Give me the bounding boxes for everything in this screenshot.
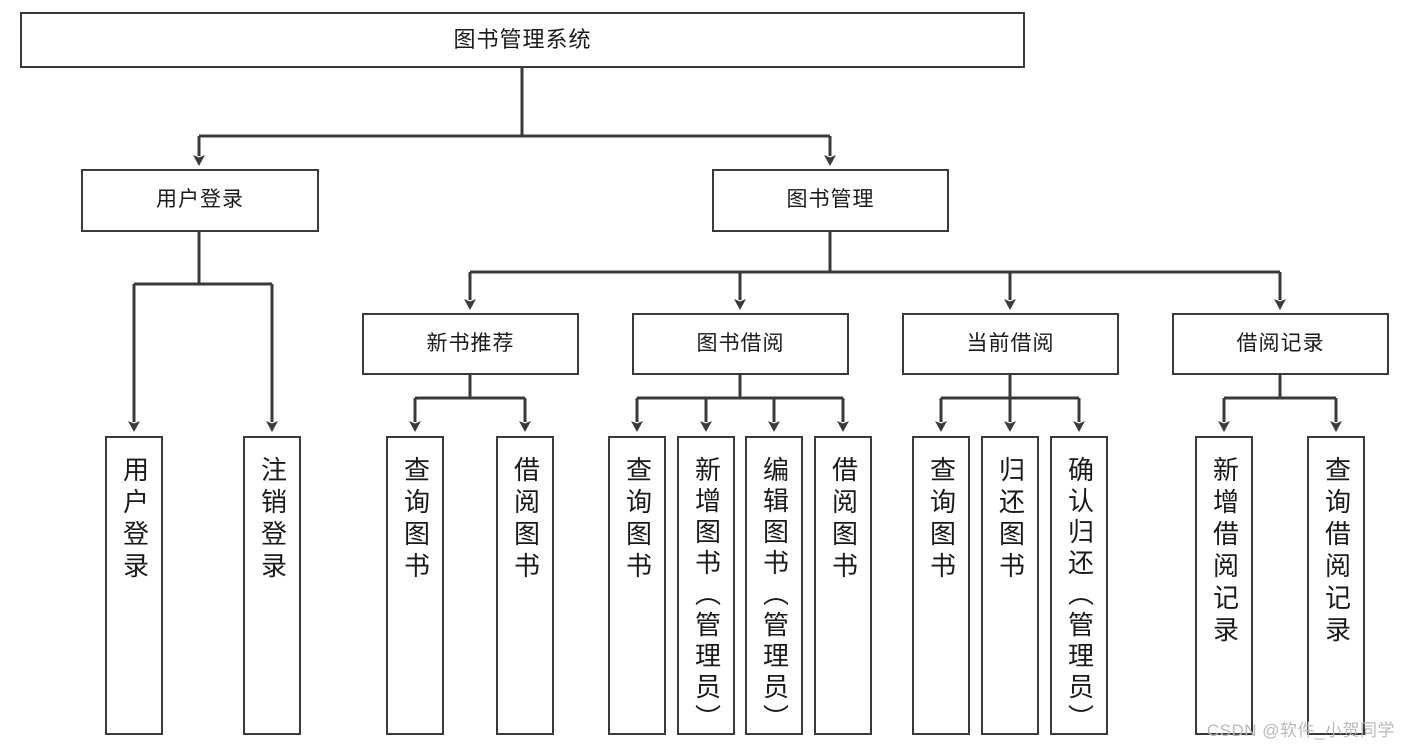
leaf-user-login-label: 用户登录 [119, 456, 150, 584]
leaf-add-book-admin[interactable]: 新增图书（管理员） [677, 436, 735, 735]
leaf-confirm-return-admin-label: 确认归还（管理员） [1064, 456, 1095, 735]
leaf-query-book-recommend-label: 查询图书 [400, 456, 431, 584]
leaf-query-book-current-label: 查询图书 [926, 456, 957, 584]
node-book-management-label: 图书管理 [786, 188, 875, 212]
node-current-borrow[interactable]: 当前借阅 [902, 313, 1119, 375]
leaf-user-login[interactable]: 用户登录 [105, 436, 163, 735]
leaf-edit-book-admin-label: 编辑图书（管理员） [759, 456, 790, 735]
leaf-return-book[interactable]: 归还图书 [981, 436, 1039, 735]
leaf-edit-book-admin[interactable]: 编辑图书（管理员） [745, 436, 803, 735]
node-new-book-recommend-label: 新书推荐 [426, 331, 515, 355]
node-root[interactable]: 图书管理系统 [20, 12, 1025, 68]
node-book-management[interactable]: 图书管理 [712, 169, 949, 232]
leaf-confirm-return-admin[interactable]: 确认归还（管理员） [1050, 436, 1108, 735]
leaf-add-borrow-record[interactable]: 新增借阅记录 [1195, 436, 1253, 735]
node-book-borrow-label: 图书借阅 [696, 331, 785, 355]
leaf-borrow-book-recommend[interactable]: 借阅图书 [496, 436, 554, 735]
node-root-label: 图书管理系统 [453, 27, 592, 53]
node-borrow-record[interactable]: 借阅记录 [1172, 313, 1389, 375]
node-user-login-label: 用户登录 [156, 188, 244, 212]
leaf-return-book-label: 归还图书 [995, 456, 1026, 584]
leaf-logout-label: 注销登录 [257, 456, 288, 584]
leaf-borrow-book-label: 借阅图书 [828, 456, 859, 584]
leaf-borrow-book[interactable]: 借阅图书 [814, 436, 872, 735]
leaf-query-borrow-record-label: 查询借阅记录 [1321, 456, 1352, 648]
leaf-query-borrow-record[interactable]: 查询借阅记录 [1307, 436, 1365, 735]
node-user-login[interactable]: 用户登录 [81, 169, 319, 232]
leaf-query-book-current[interactable]: 查询图书 [912, 436, 970, 735]
leaf-add-borrow-record-label: 新增借阅记录 [1209, 456, 1240, 648]
node-new-book-recommend[interactable]: 新书推荐 [362, 313, 579, 375]
leaf-query-book-borrow[interactable]: 查询图书 [608, 436, 666, 735]
leaf-query-book-borrow-label: 查询图书 [622, 456, 653, 584]
node-borrow-record-label: 借阅记录 [1236, 331, 1325, 355]
leaf-query-book-recommend[interactable]: 查询图书 [386, 436, 444, 735]
leaf-add-book-admin-label: 新增图书（管理员） [691, 456, 722, 735]
node-current-borrow-label: 当前借阅 [966, 331, 1055, 355]
leaf-borrow-book-recommend-label: 借阅图书 [510, 456, 541, 584]
node-book-borrow[interactable]: 图书借阅 [632, 313, 849, 375]
leaf-logout[interactable]: 注销登录 [243, 436, 301, 735]
